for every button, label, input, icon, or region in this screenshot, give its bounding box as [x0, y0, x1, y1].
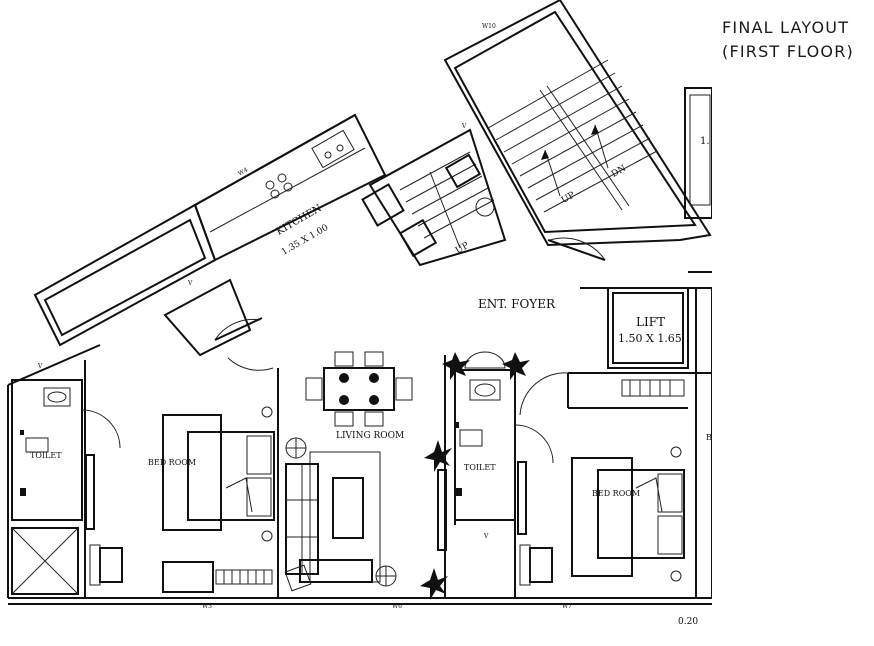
window-tag-w4: W4	[237, 166, 249, 177]
kitchen: KITCHEN 1.35 X 1.00 W4	[193, 113, 387, 262]
lift-size: 1.50 X 1.65	[618, 332, 682, 345]
lift-label: LIFT	[636, 315, 665, 329]
window-tag-v2: V	[461, 123, 467, 130]
stair-down-main: DN	[610, 164, 628, 180]
window-tag-v1: V	[187, 280, 193, 287]
living-room-label: LIVING ROOM	[336, 431, 404, 441]
door-swing-bed-left	[227, 357, 274, 371]
edge-label-1: 1.	[700, 136, 710, 147]
title-line-1: FINAL LAYOUT	[722, 18, 850, 37]
door-swing-kitchen	[214, 318, 261, 341]
title-line-2: (FIRST FLOOR)	[722, 42, 854, 61]
bedroom-left-label: BED ROOM	[148, 458, 196, 467]
window-tag-w3: W3	[202, 603, 212, 610]
toilet-middle-label: TOILET	[464, 463, 496, 472]
window-tag-w7: W7	[562, 603, 572, 610]
foyer-label: ENT. FOYER	[478, 297, 556, 311]
edge-label-b: B	[706, 433, 712, 442]
bedroom-left: BED ROOM	[85, 406, 275, 593]
small-staircase: UP	[361, 128, 507, 267]
door-swing-entry	[549, 237, 606, 261]
window-tag-w10: W10	[482, 23, 496, 30]
window-tag-v4: V	[483, 533, 489, 540]
toilet-left: TOILET	[11, 379, 121, 595]
window-tag-v3: V	[37, 363, 43, 370]
window-tag-w6: W6	[392, 603, 402, 610]
bedroom-right-label: BED ROOM	[592, 489, 640, 498]
toilet-middle: TOILET	[442, 351, 569, 521]
main-staircase: UP DN W10	[443, 0, 712, 247]
toilet-left-label: TOILET	[30, 451, 62, 460]
utility-balcony: V V V	[33, 123, 467, 370]
stair-up-main: UP	[560, 190, 577, 205]
living-room: LIVING ROOM	[284, 351, 452, 600]
dimension-bottom: 0.20	[678, 617, 698, 627]
lift-block: LIFT 1.50 X 1.65 1.	[580, 87, 713, 369]
apartment-outline: W3 W6 W7 V 0.20 B	[7, 344, 712, 627]
